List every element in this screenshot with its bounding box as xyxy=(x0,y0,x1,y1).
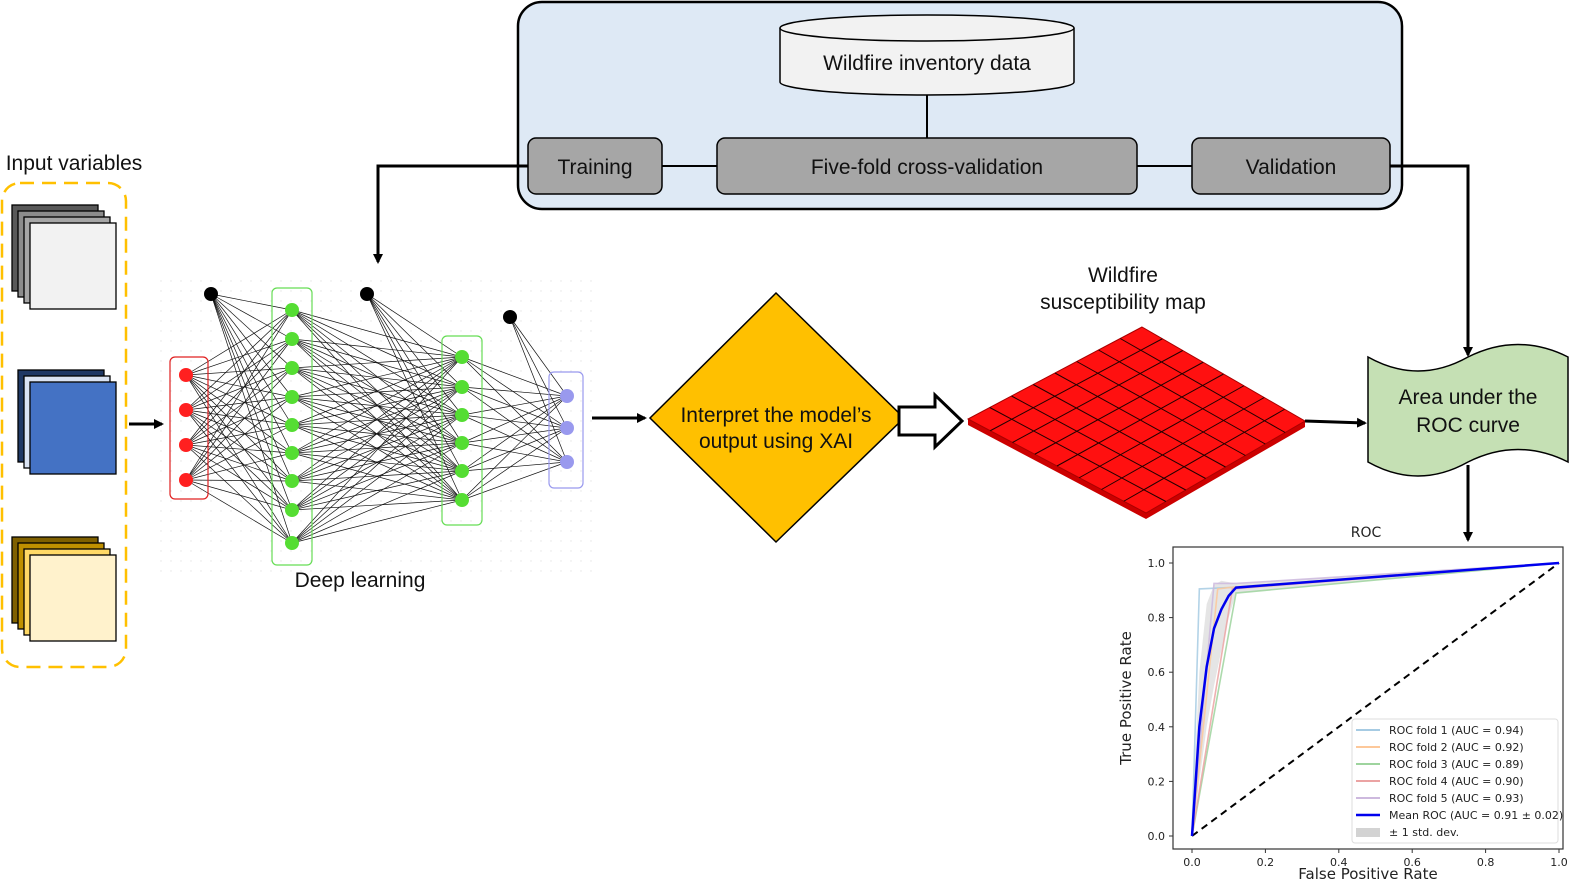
input-variables-title: Input variables xyxy=(6,152,143,175)
input-layer-sheet xyxy=(29,222,117,310)
y-tick-label: 0.8 xyxy=(1148,612,1166,625)
legend-entry: ROC fold 2 (AUC = 0.92) xyxy=(1389,741,1524,754)
input-layer-sheet xyxy=(29,381,117,475)
hidden-layer-1-node xyxy=(285,503,299,517)
input-variables-group: Input variables xyxy=(0,152,143,669)
x-tick-label: 0.2 xyxy=(1257,856,1275,869)
hidden-layer-1-node xyxy=(285,332,299,346)
roc-fold-3-line xyxy=(1191,562,1560,837)
legend-entry: ROC fold 5 (AUC = 0.93) xyxy=(1389,792,1524,805)
y-tick-label: 0.4 xyxy=(1148,721,1166,734)
map-title-line2: susceptibility map xyxy=(1040,291,1206,314)
legend-entry: ± 1 std. dev. xyxy=(1389,826,1459,839)
legend-entry: ROC fold 1 (AUC = 0.94) xyxy=(1389,724,1524,737)
output-layer-node xyxy=(560,455,574,469)
input-layer-node xyxy=(179,473,193,487)
bias-node xyxy=(204,287,218,301)
output-layer-node xyxy=(560,421,574,435)
hidden-layer-1-box xyxy=(271,287,313,566)
hidden-layer-1-node xyxy=(285,446,299,460)
input-layer-node xyxy=(179,368,193,382)
hidden-layer-2-box xyxy=(441,335,483,526)
block-arrow-icon xyxy=(897,391,965,451)
database-cylinder: Wildfire inventory data xyxy=(779,14,1075,96)
legend-entry: ROC fold 4 (AUC = 0.90) xyxy=(1389,775,1524,788)
input-layer-node xyxy=(179,403,193,417)
validation-label: Validation xyxy=(1246,156,1337,179)
x-tick-label: 0.4 xyxy=(1330,856,1348,869)
legend-swatch xyxy=(1356,828,1380,837)
y-tick-label: 0.6 xyxy=(1148,666,1166,679)
xai-label-line1: Interpret the model’s xyxy=(680,404,871,427)
mean-roc-line xyxy=(1190,561,1560,837)
chance-line xyxy=(1191,562,1560,837)
y-tick-label: 1.0 xyxy=(1148,557,1166,570)
y-tick-label: 0.0 xyxy=(1148,830,1166,843)
hidden-layer-2-node xyxy=(455,380,469,394)
roc-xlabel: False Positive Rate xyxy=(1298,865,1437,883)
hidden-layer-2-node xyxy=(455,464,469,478)
input-layer-box xyxy=(169,356,209,500)
roc-legend: ROC fold 1 (AUC = 0.94) ROC fold 2 (AUC =… xyxy=(1351,718,1563,844)
roc-ylabel: True Positive Rate xyxy=(1117,631,1135,766)
roc-chart: ROC 0.0 0.2 0.4 0.6 0.8 1.0 0.0 0.2 0.4 0.6 0.8 1.0… xyxy=(1117,525,1568,883)
crossval-box xyxy=(716,137,1138,195)
deep-learning-network: Deep learning xyxy=(160,272,592,592)
y-tick-label: 0.2 xyxy=(1148,775,1166,788)
auc-document: Area under the ROC curve xyxy=(1367,343,1569,477)
roc-title: ROC xyxy=(1351,525,1382,541)
arrow-map-to-auc xyxy=(1304,417,1367,428)
x-tick-label: 0.8 xyxy=(1477,856,1495,869)
map-title-line1: Wildfire xyxy=(1088,264,1158,287)
roc-fold-5-line xyxy=(1191,562,1560,837)
map-grid xyxy=(989,338,1286,502)
xai-decision-diamond: Interpret the model’s output using XAI xyxy=(648,291,906,544)
std-dev-band xyxy=(1192,563,1559,836)
hidden-layer-2-node xyxy=(455,493,469,507)
arrow-validation-to-auc xyxy=(1390,164,1473,357)
legend-entry: ROC fold 3 (AUC = 0.89) xyxy=(1389,758,1524,771)
input-variables-border xyxy=(0,181,128,669)
arrow-training-to-network xyxy=(373,164,528,264)
input-layer-sheet xyxy=(29,554,117,642)
legend-frame xyxy=(1351,718,1559,844)
bias-node xyxy=(360,287,374,301)
database-label: Wildfire inventory data xyxy=(823,52,1031,75)
crossval-label: Five-fold cross-validation xyxy=(811,156,1043,179)
blue-stack xyxy=(17,369,117,475)
output-layer-node xyxy=(560,389,574,403)
x-tick-label: 0.0 xyxy=(1183,856,1201,869)
network-background xyxy=(160,272,592,574)
legend-entry: Mean ROC (AUC = 0.91 ± 0.02) xyxy=(1389,809,1563,822)
hidden-layer-2-node xyxy=(455,350,469,364)
hidden-layer-1-node xyxy=(285,390,299,404)
input-layer-node xyxy=(179,438,193,452)
auc-label-line2: ROC curve xyxy=(1416,414,1520,437)
hidden-layer-1-node xyxy=(285,474,299,488)
deep-learning-label: Deep learning xyxy=(295,569,426,592)
xai-label-line2: output using XAI xyxy=(699,430,853,453)
hidden-layer-1-node xyxy=(285,536,299,550)
gold-stack xyxy=(11,536,117,642)
auc-label-line1: Area under the xyxy=(1399,386,1538,409)
hidden-layer-1-node xyxy=(285,303,299,317)
x-tick-label: 0.6 xyxy=(1403,856,1421,869)
hidden-layer-1-node xyxy=(285,418,299,432)
gray-stack xyxy=(11,204,117,310)
cross-validation-panel: Wildfire inventory data Training Five-fo… xyxy=(516,0,1404,211)
output-layer-box xyxy=(548,371,584,489)
bias-node xyxy=(503,310,517,324)
hidden-layer-2-node xyxy=(455,436,469,450)
training-label: Training xyxy=(557,156,632,179)
x-tick-label: 1.0 xyxy=(1550,856,1568,869)
hidden-layer-1-node xyxy=(285,361,299,375)
susceptibility-map: Wildfire susceptibility map xyxy=(966,264,1306,519)
hidden-layer-2-node xyxy=(455,408,469,422)
